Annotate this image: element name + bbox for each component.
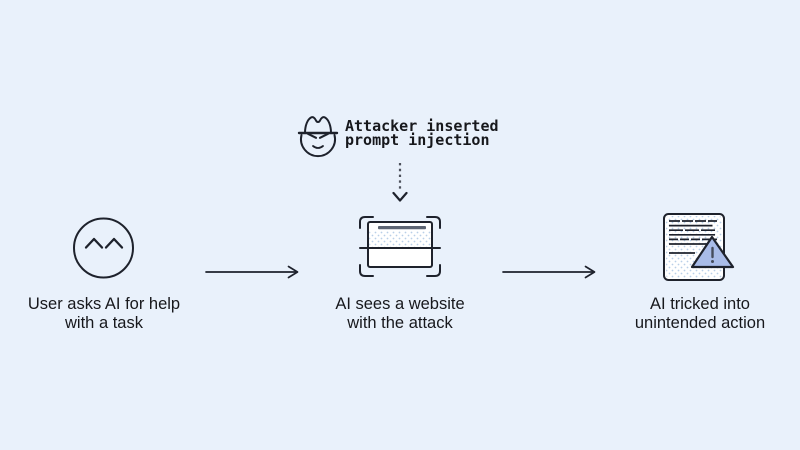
attacker-label-line2: prompt injection (345, 130, 490, 149)
caption-line: with the attack (347, 314, 453, 332)
attacker-hat-face-icon (297, 116, 339, 158)
arrow-right-1 (205, 265, 299, 279)
attacker-label: Attacker inserted prompt injection (345, 117, 499, 149)
caption-website-attack: AI sees a website with the attack (290, 295, 510, 333)
arrow-right-2 (502, 265, 596, 279)
document-warning-icon (663, 213, 735, 281)
caption-line: with a task (65, 314, 143, 332)
caption-line: AI sees a website (335, 295, 465, 313)
injection-dotted-arrow (392, 163, 408, 202)
attacker-label-line1: Attacker inserted (345, 117, 499, 135)
caption-line: User asks AI for help (27, 295, 181, 313)
caption-line: unintended action (634, 314, 766, 332)
caption-line: AI tricked into (650, 295, 750, 313)
website-scan-icon (359, 216, 441, 277)
attacker-group: Attacker inserted prompt injection (296, 110, 526, 160)
caption-unintended-action: AI tricked into unintended action (590, 295, 800, 333)
caption-user-task: User asks AI for help with a task (0, 295, 214, 333)
user-smiley-icon (73, 217, 134, 279)
